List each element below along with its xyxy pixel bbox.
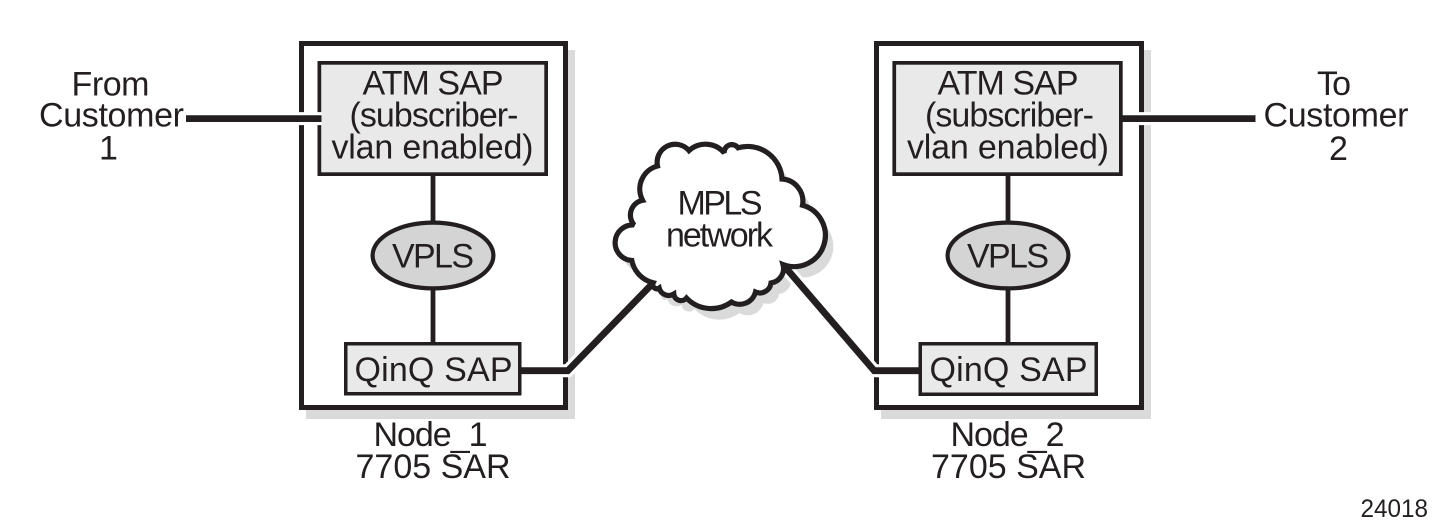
svg-text:ATM SAP: ATM SAP: [938, 65, 1079, 103]
svg-text:(subscriber-: (subscriber-: [350, 97, 519, 135]
svg-text:QinQ SAP: QinQ SAP: [355, 351, 513, 389]
svg-text:7705 SAR: 7705 SAR: [356, 448, 511, 486]
svg-text:1: 1: [99, 129, 118, 167]
svg-text:7705 SAR: 7705 SAR: [931, 448, 1086, 486]
svg-text:(subscriber-: (subscriber-: [925, 97, 1094, 135]
svg-text:From: From: [72, 66, 150, 104]
svg-text:2: 2: [1329, 130, 1348, 168]
svg-text:Customer: Customer: [1264, 97, 1409, 135]
svg-text:network: network: [666, 217, 774, 255]
svg-text:VPLS: VPLS: [392, 238, 474, 276]
svg-text:24018: 24018: [1361, 495, 1429, 523]
svg-text:QinQ SAP: QinQ SAP: [930, 351, 1088, 389]
svg-text:To: To: [1317, 65, 1351, 103]
svg-text:Node_2: Node_2: [951, 416, 1065, 454]
svg-text:Node_1: Node_1: [374, 416, 488, 454]
svg-text:vlan enabled): vlan enabled): [332, 129, 534, 167]
svg-text:Customer: Customer: [39, 97, 184, 135]
svg-text:VPLS: VPLS: [967, 238, 1049, 276]
svg-text:vlan enabled): vlan enabled): [907, 129, 1109, 167]
svg-text:ATM SAP: ATM SAP: [363, 65, 504, 103]
svg-text:MPLS: MPLS: [678, 185, 763, 223]
